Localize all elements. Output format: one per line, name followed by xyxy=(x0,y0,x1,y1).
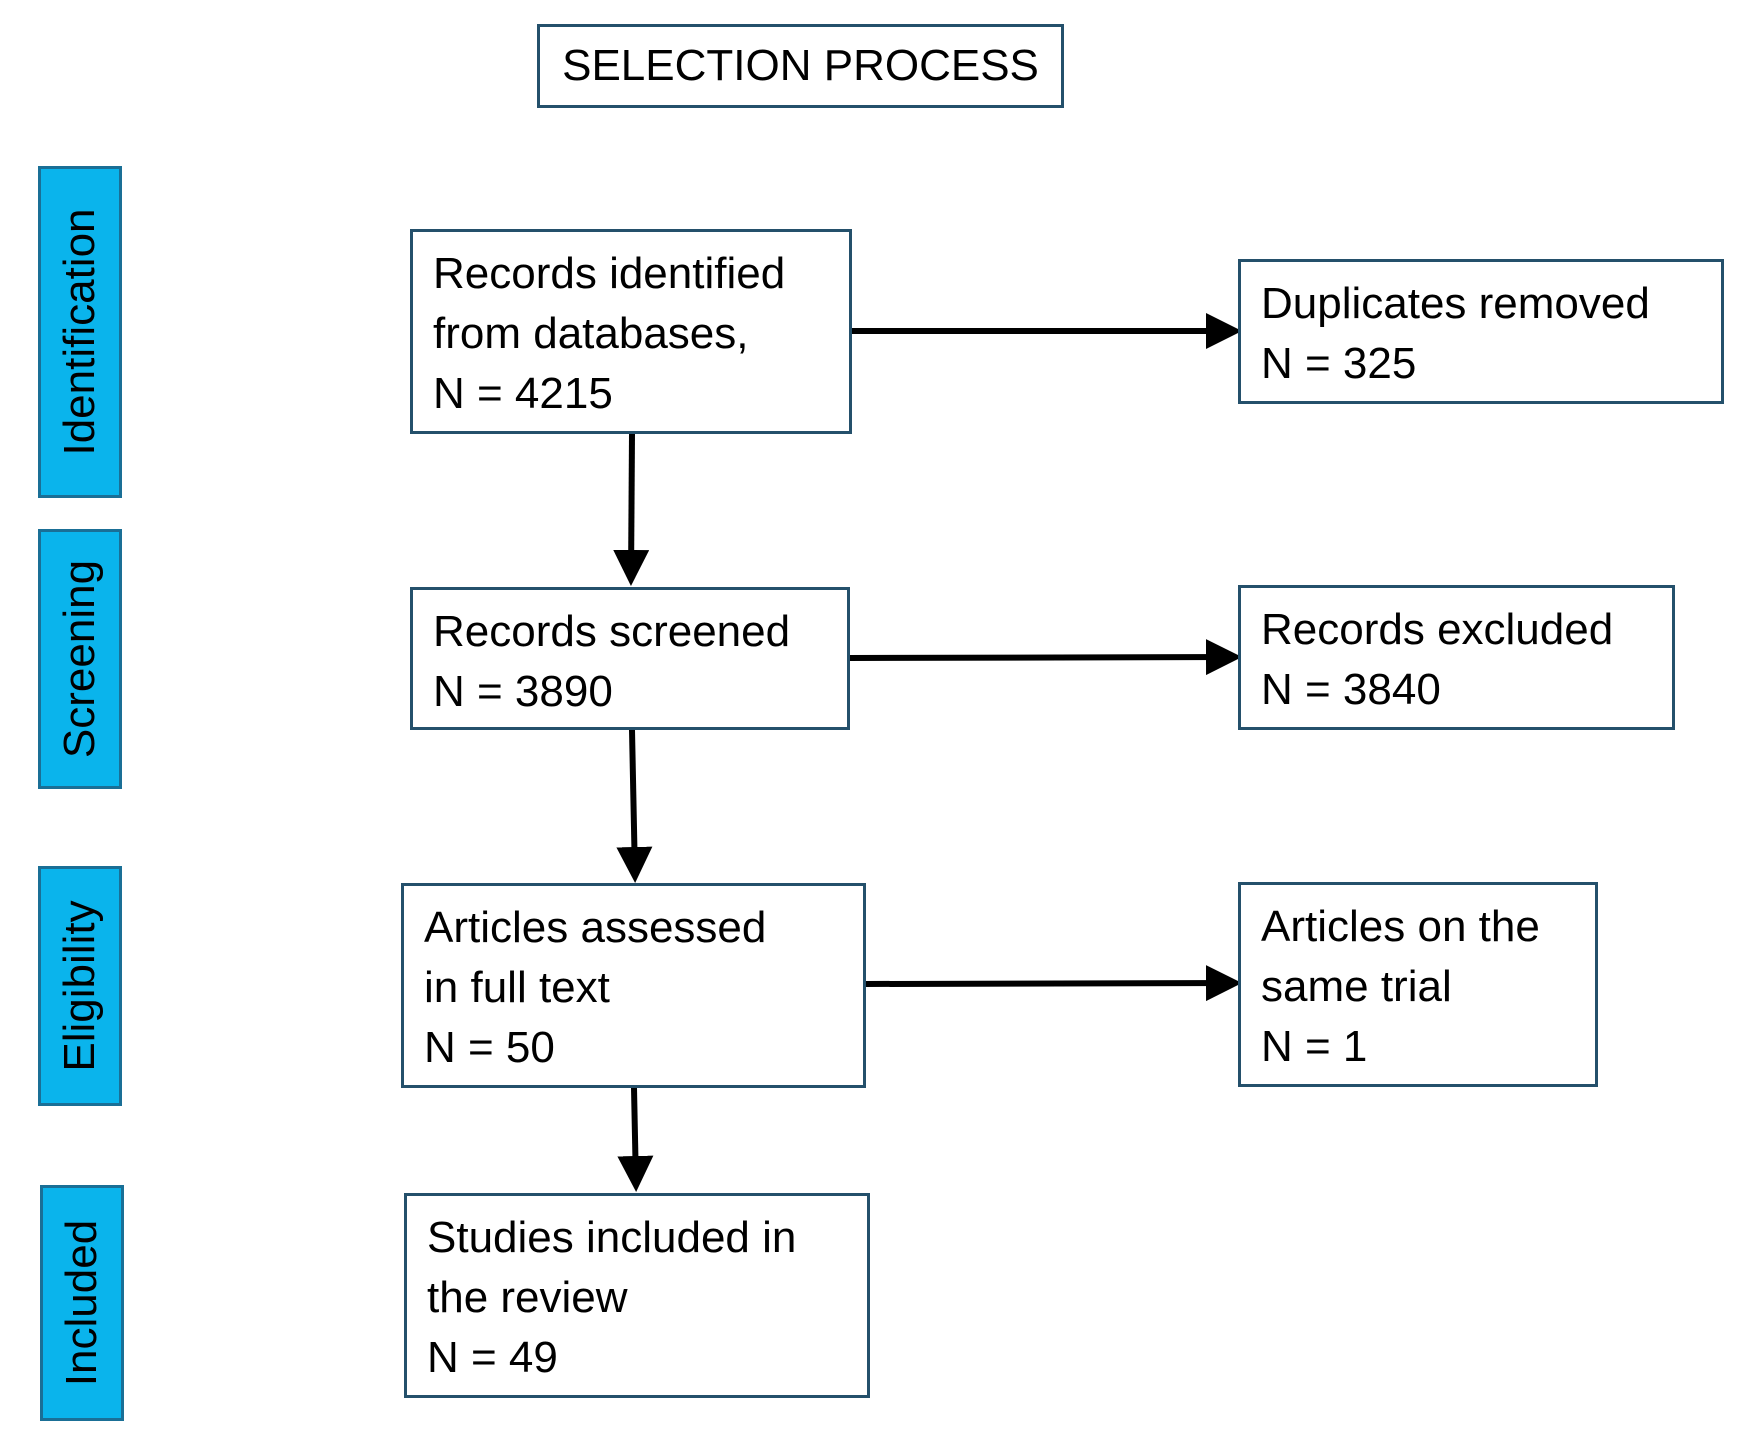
box-line: from databases, xyxy=(433,309,749,358)
box-records-excluded: Records excluded N = 3840 xyxy=(1238,585,1675,730)
box-line: Articles assessed xyxy=(424,903,767,952)
box-line: Duplicates removed xyxy=(1261,279,1650,328)
box-articles-same-trial: Articles on the same trial N = 1 xyxy=(1238,882,1598,1087)
box-line: Records excluded xyxy=(1261,605,1614,654)
phase-eligibility: Eligibility xyxy=(38,866,122,1106)
box-line: Records identified xyxy=(433,249,786,298)
box-line: N = 50 xyxy=(424,1023,555,1072)
diagram-title: SELECTION PROCESS xyxy=(537,24,1064,108)
phase-screening: Screening xyxy=(38,529,122,789)
arrow-screened-to-assessed xyxy=(616,729,653,883)
phase-screening-label: Screening xyxy=(55,559,104,759)
arrow-screened-to-excluded xyxy=(849,639,1242,676)
box-records-identified: Records identified from databases, N = 4… xyxy=(410,229,852,434)
box-line: Studies included in xyxy=(427,1213,797,1262)
box-line: N = 325 xyxy=(1261,339,1417,388)
arrow-assessed-to-included xyxy=(617,1087,654,1192)
phase-included-label: Included xyxy=(57,1219,106,1387)
arrow-identified-to-screened xyxy=(613,433,650,586)
box-line: Articles on the xyxy=(1261,902,1540,951)
box-studies-included: Studies included in the review N = 49 xyxy=(404,1193,870,1398)
box-line: the review xyxy=(427,1273,628,1322)
phase-included: Included xyxy=(40,1185,124,1421)
box-line: N = 4215 xyxy=(433,369,613,418)
arrow-assessed-to-same-trial xyxy=(865,965,1242,1002)
box-line: N = 49 xyxy=(427,1333,558,1382)
box-duplicates-removed: Duplicates removed N = 325 xyxy=(1238,259,1724,404)
diagram-title-text: SELECTION PROCESS xyxy=(562,41,1039,90)
box-line: N = 3890 xyxy=(433,667,613,716)
box-articles-assessed: Articles assessed in full text N = 50 xyxy=(401,883,866,1088)
box-line: in full text xyxy=(424,963,610,1012)
phase-identification-label: Identification xyxy=(55,208,104,456)
box-line: N = 1 xyxy=(1261,1022,1368,1071)
box-line: Records screened xyxy=(433,607,791,656)
box-records-screened: Records screened N = 3890 xyxy=(410,587,850,730)
box-line: N = 3840 xyxy=(1261,665,1441,714)
box-line: same trial xyxy=(1261,962,1452,1011)
phase-identification: Identification xyxy=(38,166,122,498)
phase-eligibility-label: Eligibility xyxy=(55,900,104,1072)
